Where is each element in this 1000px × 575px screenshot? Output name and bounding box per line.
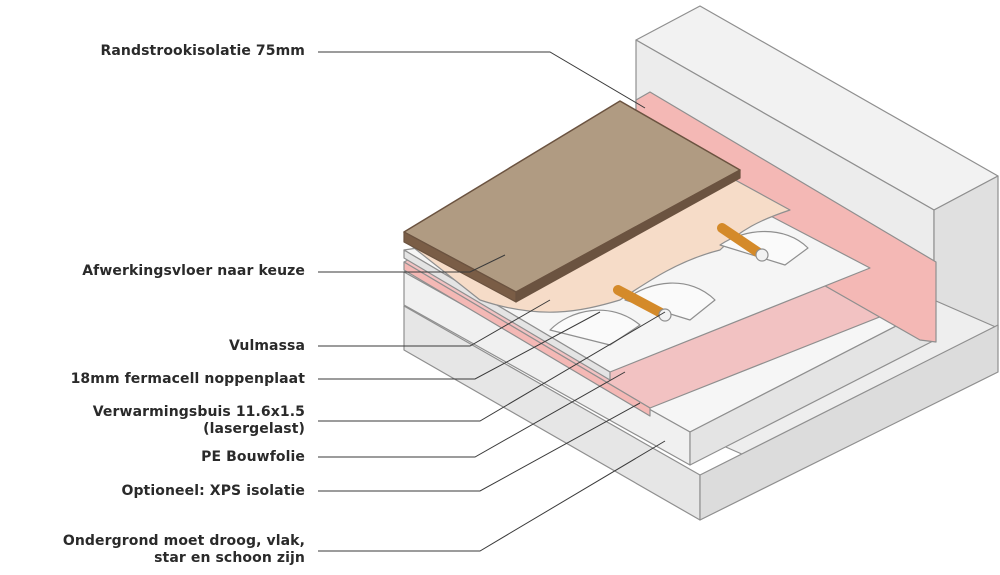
label-verwarmingsbuis: Verwarmingsbuis 11.6x1.5(lasergelast) — [93, 404, 305, 438]
label-text: Ondergrond moet droog, vlak, — [62, 533, 305, 549]
label-text: Afwerkingsvloer naar keuze — [82, 263, 305, 279]
noppenplaat-nub — [549, 309, 641, 346]
pe-foil-front — [403, 261, 651, 417]
leader-line-randstrook — [318, 51, 646, 109]
subfloor-slab-front-right — [699, 324, 999, 521]
heating-pipe-end — [755, 248, 769, 262]
leader-line-vulmassa — [318, 299, 551, 347]
label-text: Randstrookisolatie 75mm — [100, 43, 305, 59]
heating-pipe — [717, 223, 767, 260]
noppenplaat-nub — [624, 282, 716, 321]
label-text: (lasergelast) — [203, 421, 305, 437]
label-text: Verwarmingsbuis 11.6x1.5 — [92, 404, 305, 420]
leader-line-noppenplaat — [318, 311, 601, 380]
label-ondergrond: Ondergrond moet droog, vlak,star en scho… — [63, 533, 305, 567]
leader-line-bouwfolie — [318, 371, 626, 458]
label-afwerkingsvloer: Afwerkingsvloer naar keuze — [82, 263, 305, 280]
label-randstrookisolatie: Randstrookisolatie 75mm — [100, 43, 305, 60]
label-text: 18mm fermacell noppenplaat — [70, 371, 305, 387]
leader-line-xps — [318, 402, 641, 492]
leader-line-ondergrond — [318, 440, 666, 552]
label-text: Optioneel: XPS isolatie — [121, 483, 305, 499]
label-xps-isolatie: Optioneel: XPS isolatie — [121, 483, 305, 500]
label-vulmassa: Vulmassa — [229, 338, 305, 355]
label-pe-bouwfolie: PE Bouwfolie — [201, 449, 305, 466]
label-text: star en schoon zijn — [154, 550, 305, 566]
label-noppenplaat: 18mm fermacell noppenplaat — [71, 371, 305, 388]
finish-floor-tile-side — [515, 169, 741, 303]
leader-line-afwerking — [318, 254, 506, 273]
heating-pipe — [613, 285, 670, 320]
label-text: Vulmassa — [228, 338, 305, 354]
label-text: PE Bouwfolie — [201, 449, 305, 465]
leader-line-verwarmingsbuis — [318, 311, 666, 422]
